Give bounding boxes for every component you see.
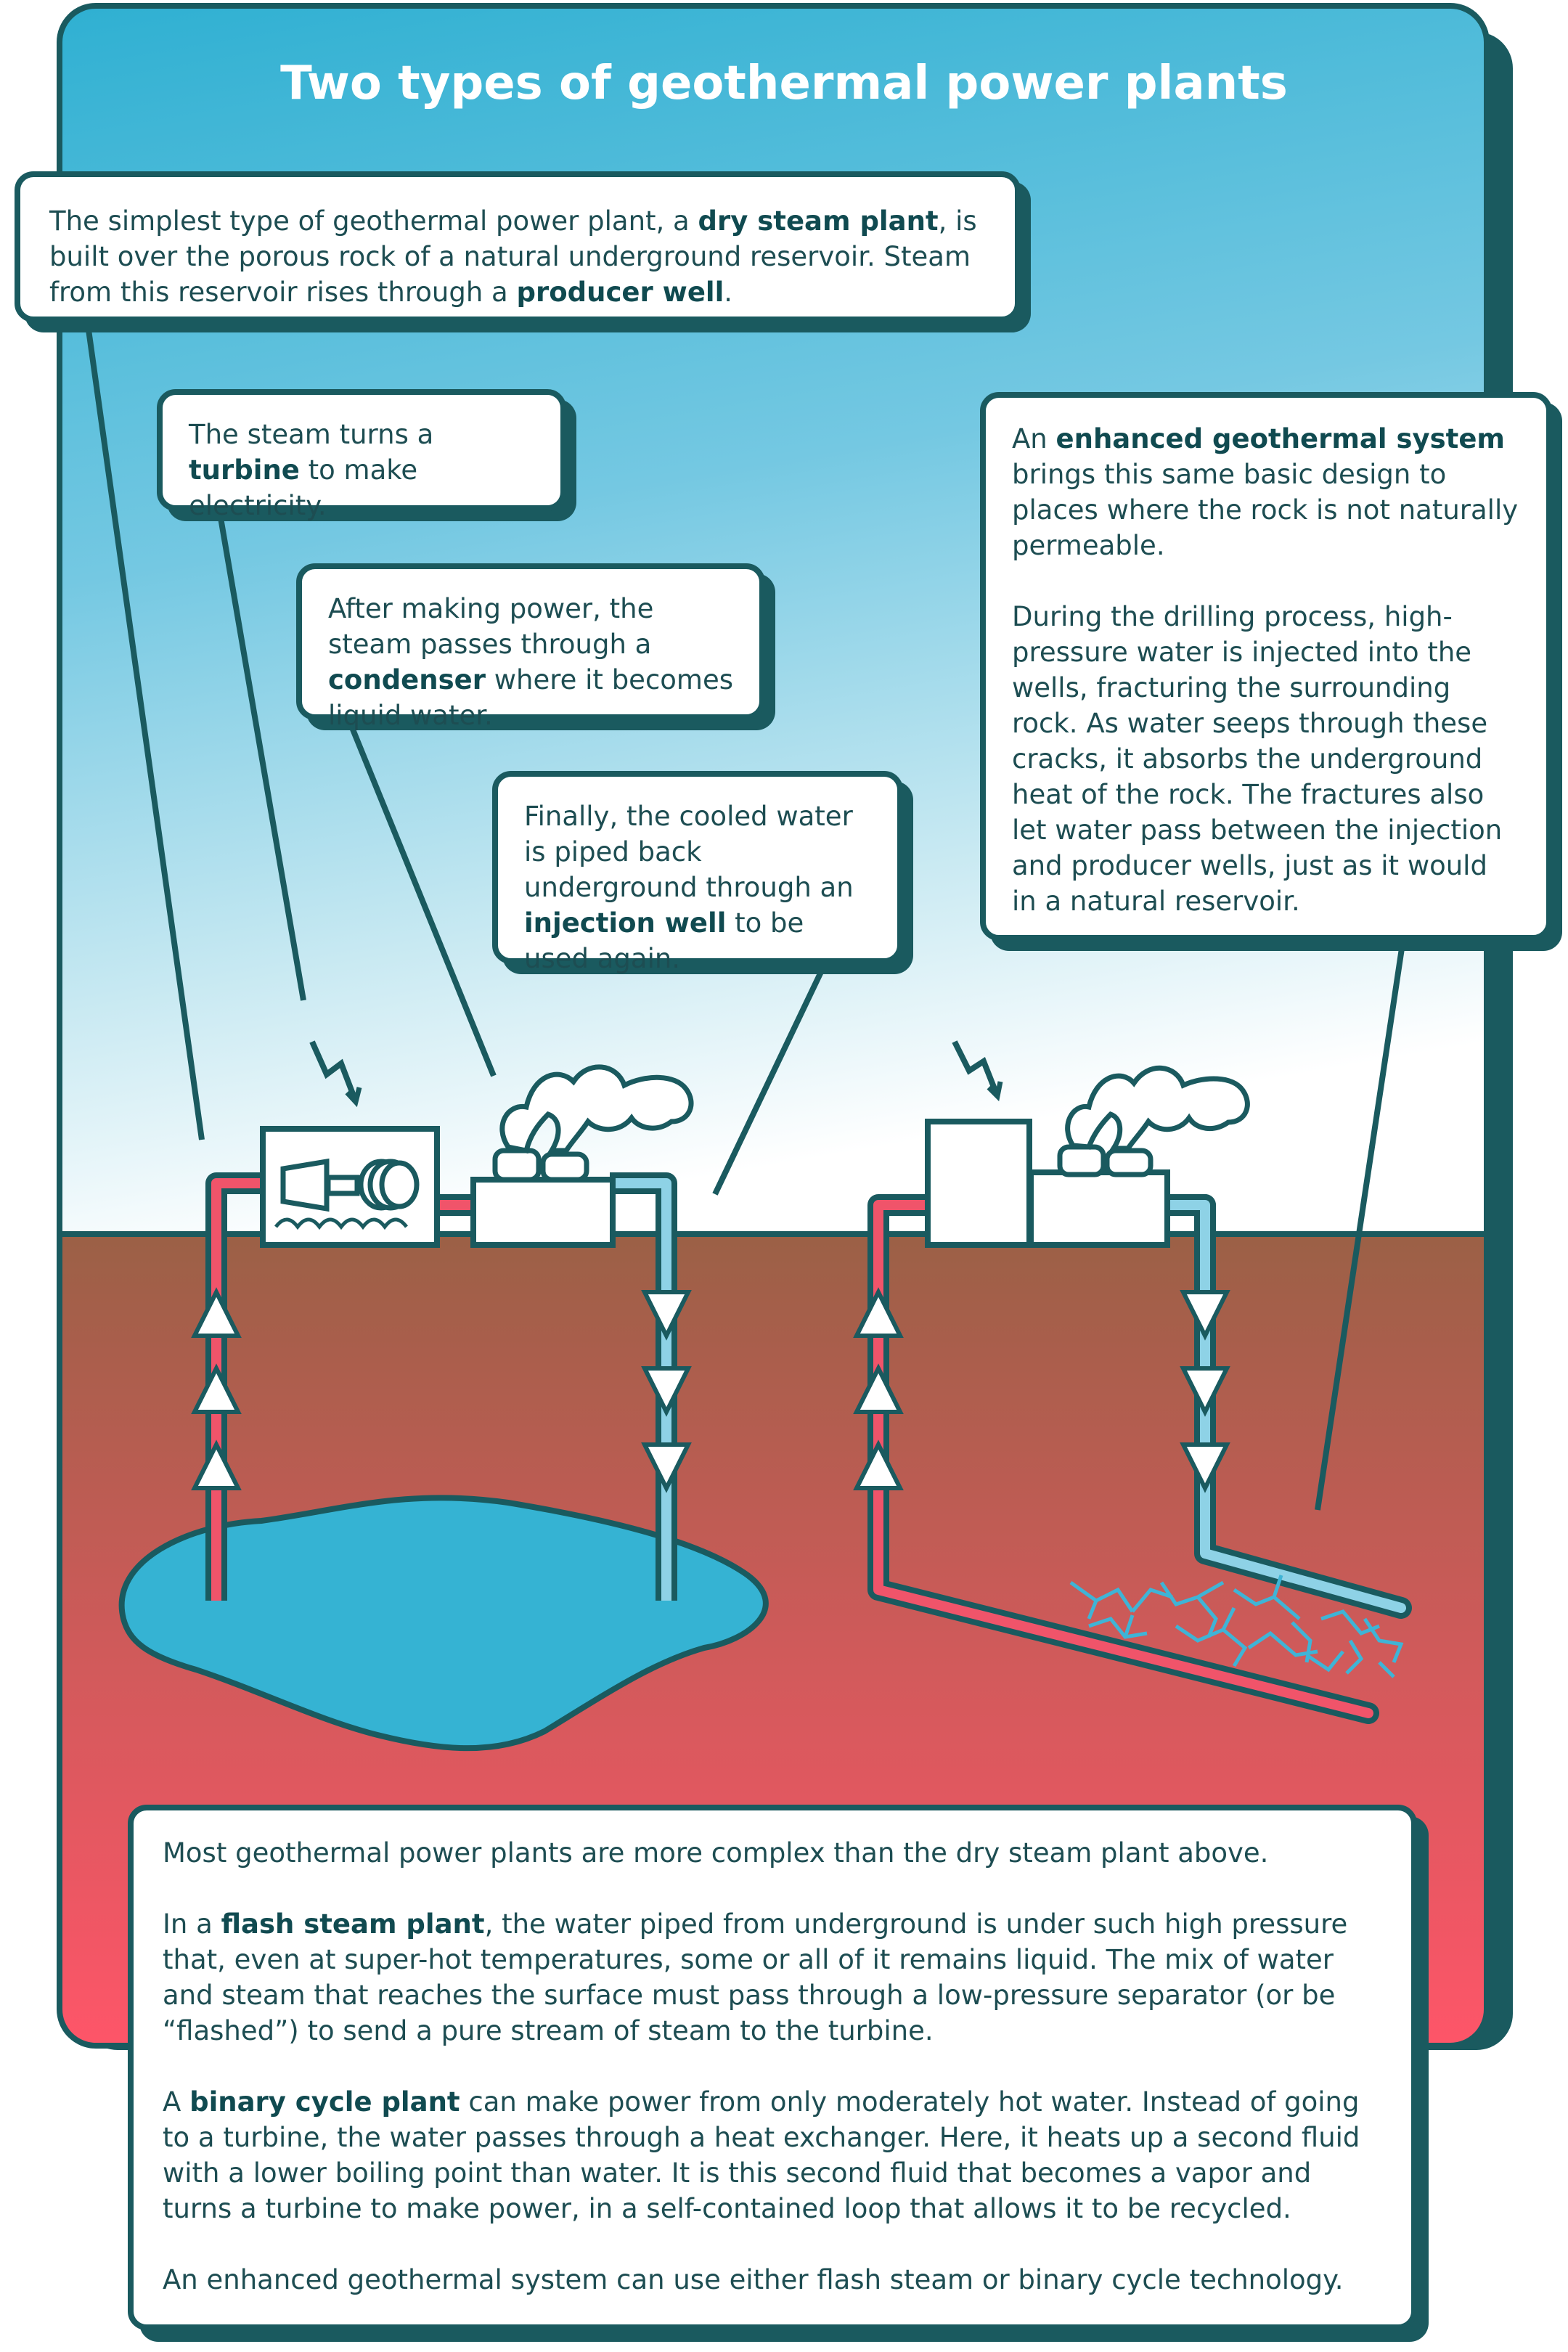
bottom-paragraph-3: A binary cycle plant can make power from…	[163, 2086, 1360, 2224]
term-dry-steam-plant: dry steam plant	[698, 205, 939, 237]
callout-injection-well: Finally, the cooled water is piped back …	[492, 771, 913, 974]
lightning-icon	[952, 1040, 999, 1094]
bottom-paragraph-1: Most geothermal power plants are more co…	[163, 1837, 1269, 1869]
egs-condenser	[1028, 1169, 1170, 1248]
steam-cloud-icon	[1065, 1065, 1250, 1151]
egs-turbine-building	[925, 1119, 1032, 1248]
reservoir	[118, 1495, 769, 1752]
term-turbine: turbine	[189, 454, 300, 486]
bottom-paragraph-4: An enhanced geothermal system can use ei…	[163, 2264, 1344, 2295]
callout-condenser: After making power, the steam passes thr…	[296, 563, 775, 731]
term-enhanced-geothermal-system: enhanced geothermal system	[1055, 423, 1505, 454]
callout-egs: An enhanced geothermal system brings thi…	[980, 392, 1562, 951]
egs-plant	[853, 1040, 1412, 1724]
dry-steam-plant	[118, 1040, 769, 1752]
rock-fracture-icon	[1069, 1575, 1404, 1678]
callout-turbine: The steam turns a turbine to make electr…	[157, 389, 576, 521]
bottom-paragraph-2: In a flash steam plant, the water piped …	[163, 1908, 1348, 2046]
egs-paragraph-2: During the drilling process, high-pressu…	[1012, 601, 1503, 917]
turbine-icon	[274, 1158, 420, 1230]
steam-cloud-icon	[499, 1064, 694, 1154]
lightning-icon	[309, 1040, 357, 1099]
callout-dry-steam: The simplest type of geothermal power pl…	[15, 171, 1031, 332]
term-flash-steam-plant: flash steam plant	[221, 1908, 485, 1940]
term-condenser: condenser	[328, 664, 486, 695]
condenser	[470, 1177, 616, 1248]
term-producer-well: producer well	[516, 277, 724, 308]
down-arrow-icon	[641, 1290, 692, 1493]
term-binary-cycle-plant: binary cycle plant	[189, 2086, 460, 2118]
up-arrow-icon	[853, 1287, 904, 1490]
term-injection-well: injection well	[524, 907, 727, 939]
page-title: Two types of geothermal power plants	[280, 57, 1288, 110]
up-arrow-icon	[191, 1287, 242, 1490]
leader-lines	[84, 319, 1408, 1511]
bottom-explainer: Most geothermal power plants are more co…	[128, 1805, 1429, 2342]
down-arrow-icon	[1180, 1290, 1230, 1493]
